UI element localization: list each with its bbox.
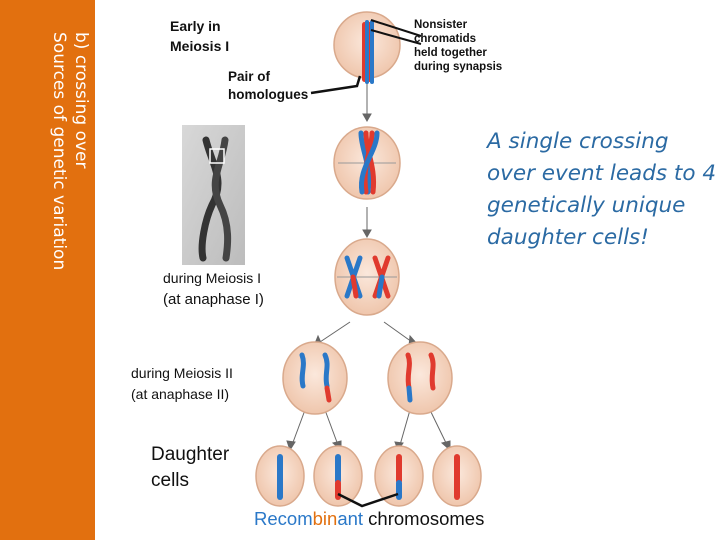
cell-anaphase-2-right (387, 341, 453, 415)
recomb-part-b: bin (312, 508, 338, 529)
daughter-cell-2 (313, 445, 363, 507)
meiosis-2-label: during Meiosis II (at anaphase II) (131, 363, 233, 405)
callout-text: A single crossing over event leads to 4 … (487, 129, 717, 250)
pair-line-1: Pair of (228, 69, 271, 84)
pair-line-2: homologues (228, 87, 309, 102)
pair-of-homologues-label: Pair of homologues (228, 68, 308, 104)
recombinant-chromosomes-label: Recombinant chromosomes (254, 508, 484, 530)
daughter-cell-1 (255, 445, 305, 507)
recomb-part-a: Recom (254, 508, 313, 529)
nonsister-chromatids-label: Nonsister chromatids held together durin… (414, 18, 502, 74)
cell-anaphase-2-left (282, 341, 348, 415)
daughter-cell-4 (432, 445, 482, 507)
cell-crossing-over (333, 126, 401, 200)
nonsister-line-2: chromatids (414, 33, 476, 45)
recomb-part-d: chromosomes (363, 508, 485, 529)
nonsister-line-3: held together (414, 47, 487, 59)
early-meiosis-line-1: Early in (170, 18, 221, 34)
cell-anaphase-1 (334, 238, 400, 316)
chromosome-micrograph (182, 125, 245, 265)
nonsister-line-4: during synapsis (414, 61, 503, 73)
recomb-part-c: ant (337, 508, 364, 529)
daughter-line-1: Daughter (151, 444, 230, 465)
recombinant-bracket (337, 492, 399, 508)
meiosis-2-line-1: during Meiosis II (131, 365, 233, 381)
nonsister-pointer (370, 19, 422, 45)
daughter-cells-label: Daughter cells (151, 442, 229, 494)
cell-early-meiosis-1 (333, 11, 401, 84)
meiosis-1-line-2: (at anaphase I) (163, 291, 264, 308)
sidebar-band: b) crossing over Sources of genetic vari… (0, 0, 95, 540)
homologues-pointer (310, 75, 362, 95)
meiosis-2-line-2: (at anaphase II) (131, 386, 230, 402)
meiosis-1-label: during Meiosis I (at anaphase I) (163, 268, 264, 310)
daughter-line-2: cells (151, 470, 190, 491)
meiosis-1-line-1: during Meiosis I (163, 270, 262, 286)
daughter-cell-3 (374, 445, 424, 507)
nonsister-line-1: Nonsister (414, 19, 468, 31)
early-meiosis-line-2: Meiosis I (170, 38, 230, 54)
early-meiosis-label: Early in Meiosis I (170, 16, 229, 56)
